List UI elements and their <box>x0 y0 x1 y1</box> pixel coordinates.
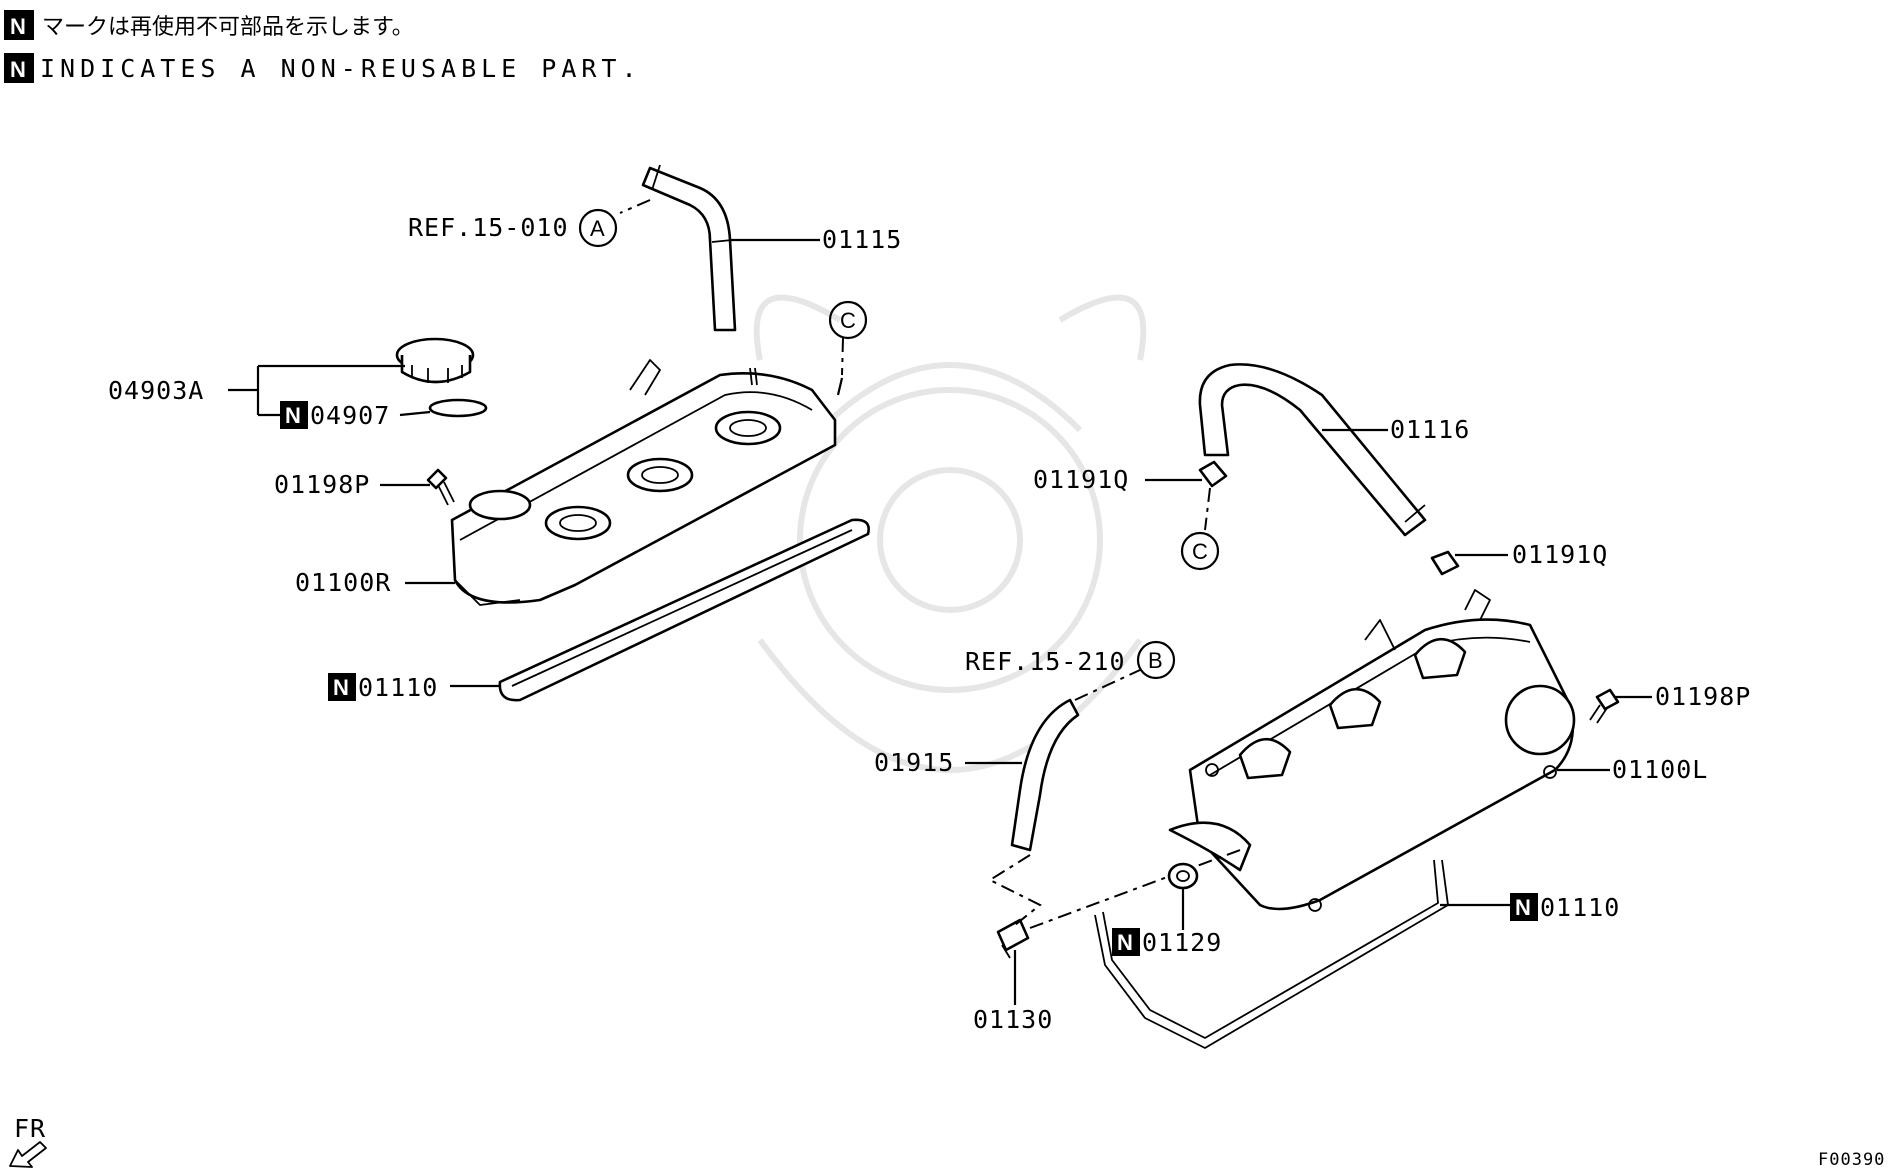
non-reusable-badge <box>280 401 308 429</box>
label-01100R: 01100R <box>295 568 391 597</box>
ref-label-a: REF.15-010 <box>408 213 569 242</box>
bolt-01198P-right <box>1589 688 1620 724</box>
label-01115: 01115 <box>822 225 902 254</box>
grommet-01129 <box>1167 862 1199 890</box>
label-01110-left: 01110 <box>358 673 438 702</box>
ref-circle-c-left: C <box>840 308 856 333</box>
label-01198P-right: 01198P <box>1655 682 1751 711</box>
valve-cover-01100L <box>1168 589 1576 912</box>
badge-letter: N <box>285 403 301 428</box>
cap-gasket-04907 <box>428 398 488 418</box>
hose-01915 <box>1010 698 1080 852</box>
non-reusable-badge <box>1510 893 1538 921</box>
label-01915: 01915 <box>874 748 954 777</box>
ref-label-b: REF.15-210 <box>965 647 1126 676</box>
front-arrow-icon <box>9 1141 47 1168</box>
label-01130: 01130 <box>973 1005 1053 1034</box>
front-label: FR <box>14 1114 46 1143</box>
label-01191Q-right: 01191Q <box>1512 540 1608 569</box>
badge-letter: N <box>1515 895 1531 920</box>
badge-letter: N <box>10 14 26 39</box>
badge-letter: N <box>333 675 349 700</box>
non-reusable-badge <box>328 673 356 701</box>
label-01110-right: 01110 <box>1540 893 1620 922</box>
label-01129: 01129 <box>1142 928 1222 957</box>
label-04907: 04907 <box>310 401 390 430</box>
clip-01191Q-left <box>1198 460 1228 488</box>
clip-01191Q-right <box>1430 550 1460 576</box>
ref-circle-a: A <box>590 216 605 241</box>
badge-letter: N <box>10 57 26 82</box>
pcv-valve-01130 <box>996 918 1030 959</box>
note-japanese: マークは再使用不可部品を示します。 <box>42 15 414 40</box>
non-reusable-badge <box>4 10 34 40</box>
non-reusable-badge <box>1112 928 1140 956</box>
label-01100L: 01100L <box>1612 755 1708 784</box>
gasket-01110-right <box>1094 859 1449 1049</box>
note-jp-row: N マークは再使用不可部品を示します。 <box>4 10 414 40</box>
ref-circle-c-right: C <box>1192 539 1208 564</box>
figure-code: F00390 <box>1818 1150 1885 1170</box>
note-english: INDICATES A NON-REUSABLE PART. <box>40 54 642 83</box>
label-01116: 01116 <box>1390 415 1470 444</box>
valve-cover-01100R <box>450 359 837 606</box>
label-01198P-left: 01198P <box>274 470 370 499</box>
bolt-01198P-left <box>426 468 455 506</box>
label-01191Q-left: 01191Q <box>1033 465 1129 494</box>
badge-letter: N <box>1117 930 1133 955</box>
front-direction-indicator: FR <box>9 1114 47 1168</box>
non-reusable-badge <box>4 53 34 83</box>
label-04903A: 04903A <box>108 376 204 405</box>
watermark-emblem <box>753 294 1147 773</box>
ref-circle-b: B <box>1148 648 1163 673</box>
hose-01116 <box>1198 363 1427 537</box>
hose-01115 <box>641 164 737 332</box>
gasket-01110-left <box>498 518 870 702</box>
oil-filler-cap <box>395 337 475 384</box>
note-en-row: N INDICATES A NON-REUSABLE PART. <box>4 53 642 83</box>
